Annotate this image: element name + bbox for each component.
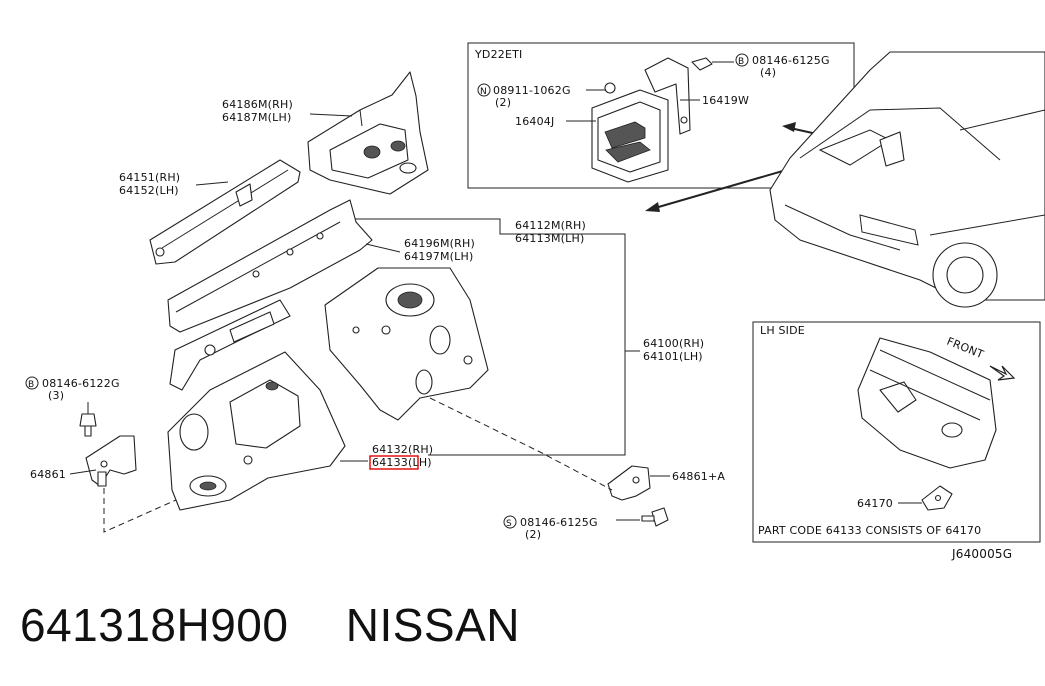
label-64100: 64100(RH) [643,337,704,350]
part-64112m [167,199,373,333]
label-08146-6125g-inset-qty: (4) [760,66,776,79]
label-08146-6125g-main: 08146-6125G [520,516,598,529]
bolt-08146-6122g [79,413,97,437]
bolt-symbol-b-inset [735,53,749,67]
label-64133: 64133(LH) [372,456,432,469]
label-64151: 64151(RH) [119,171,180,184]
label-64186m: 64186M(RH) [222,98,293,111]
label-08146-6125g-inset: 08146-6125G [752,54,830,67]
label-64170: 64170 [857,497,893,510]
bolt-symbol-s-letter: S [506,519,512,529]
label-64861: 64861 [30,468,66,481]
label-64113m: 64113M(LH) [515,232,584,245]
label-16419w: 16419W [702,94,749,107]
part-code-note: PART CODE 64133 CONSISTS OF 64170 [758,524,981,537]
label-08911-1062g-qty: (2) [495,96,511,109]
label-16404j: 16404J [515,115,554,128]
bolt-symbol-b-inset-letter: B [738,57,744,67]
bolt-08146-6125g [641,507,669,527]
arrow-to-main [654,165,801,209]
inset-engine-part-drawing [591,57,713,183]
label-64197m: 64197M(LH) [404,250,473,263]
inset-lh-title: LH SIDE [760,324,805,337]
bolt-symbol-b-left-letter: B [28,380,34,390]
nut-symbol-n-letter: N [480,87,487,97]
label-64152: 64152(LH) [119,184,179,197]
vehicle-sketch [769,51,1045,308]
diagram-code: J640005G [951,547,1012,561]
label-08911-1062g: 08911-1062G [493,84,571,97]
label-64196m: 64196M(RH) [404,237,475,250]
front-label: FRONT [945,335,986,362]
label-64132: 64132(RH) [372,443,433,456]
label-64187m: 64187M(LH) [222,111,291,124]
part-64196m [169,299,291,391]
part-number: 641318H900 [20,599,289,651]
bolt-symbol-b-left [25,376,39,390]
label-64101: 64101(LH) [643,350,703,363]
bracket-64861a [607,465,651,501]
front-arrow-icon [989,365,1016,381]
part-64186m [307,71,429,195]
nut-symbol-n [477,83,491,97]
part-64133-lh-drawing [857,337,997,469]
label-08146-6122g-qty: (3) [48,389,64,402]
footer-title: 641318H900 NISSAN [20,598,564,652]
label-64861a: 64861+A [672,470,725,483]
bracket-64861 [85,435,137,487]
part-64170-bracket [921,485,953,511]
brand-name: NISSAN [345,599,521,651]
part-64100 [324,267,489,421]
bolt-symbol-s [503,515,517,529]
inset-engine-title: YD22ETI [474,48,523,61]
label-08146-6122g: 08146-6122G [42,377,120,390]
highlight-64133 [369,455,419,470]
part-64132 [167,351,346,511]
label-08146-6125g-main-qty: (2) [525,528,541,541]
label-64112m: 64112M(RH) [515,219,586,232]
inset-lh-frame [752,321,1041,543]
part-64151 [149,159,301,265]
parts-diagram: YD22ETI N 08911-1062G (2) 16404J B 08146… [25,42,1045,561]
